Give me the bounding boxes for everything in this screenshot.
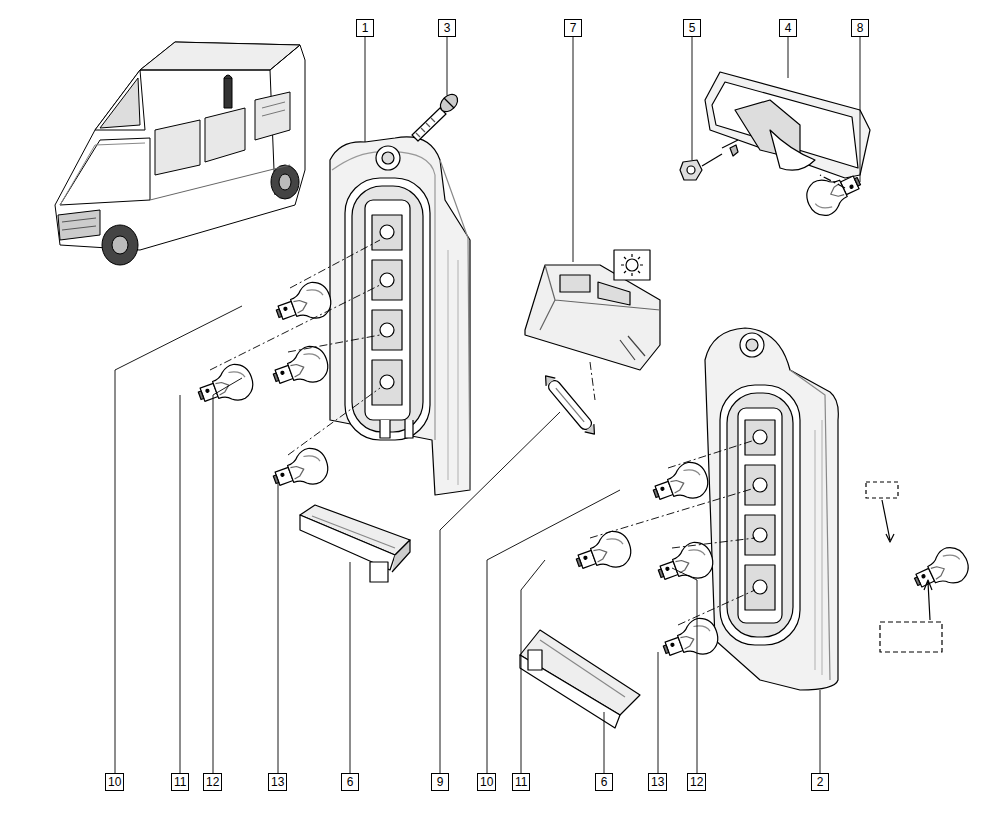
callout-number: 12 [687, 773, 706, 791]
rear-lamp-right [705, 328, 838, 690]
interior-light [525, 250, 660, 370]
assembly-line [210, 240, 755, 625]
callout-number: 9 [431, 773, 449, 791]
callout-number: 2 [811, 773, 829, 791]
nut [680, 154, 722, 180]
callout-number: 1 [356, 19, 374, 37]
van-illustration [55, 42, 305, 265]
callout-number: 13 [268, 773, 287, 791]
dashed-box [866, 482, 898, 498]
callout-number: 10 [105, 773, 124, 791]
side-marker-lamp [705, 72, 870, 178]
callout-number: 3 [438, 19, 456, 37]
callout-number: 10 [477, 773, 496, 791]
festoon-bulb [541, 372, 599, 438]
dashed-box [880, 622, 942, 652]
callout-number: 11 [171, 773, 189, 791]
leader-line [115, 37, 860, 773]
callout-number: 4 [779, 19, 797, 37]
callout-number: 5 [683, 19, 701, 37]
plate-light [520, 630, 640, 728]
plate-light [300, 505, 410, 582]
callout-number: 7 [564, 19, 582, 37]
callout-number: 13 [648, 773, 667, 791]
callout-number: 12 [203, 773, 222, 791]
callout-number: 6 [341, 773, 359, 791]
light-icon [614, 250, 650, 280]
callout-number: 6 [595, 773, 613, 791]
rear-lamp-left [330, 137, 470, 495]
screw [412, 91, 461, 141]
callout-number: 8 [851, 19, 869, 37]
callout-number: 11 [512, 773, 530, 791]
